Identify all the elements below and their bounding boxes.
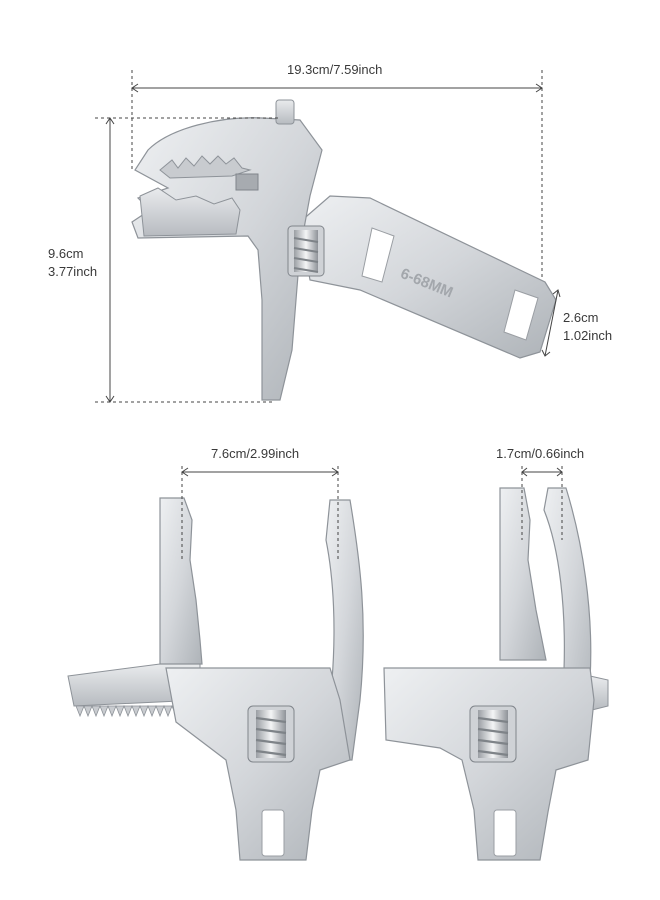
length-label: 19.3cm/7.59inch [287,62,383,77]
handle-cm-label: 2.6cm [563,310,599,325]
height-cm-label: 9.6cm [48,246,84,261]
dimension-lines-closed [521,466,563,540]
closed-jaw-label: 1.7cm/0.66inch [496,446,585,461]
handle-inch-label: 1.02inch [563,328,613,343]
open-jaw-label: 7.6cm/2.99inch [211,446,300,461]
open-wrench [67,497,364,861]
top-wrench [131,99,557,401]
dimension-lines-top [95,70,561,403]
dimension-lines-open [181,466,339,560]
height-inch-label: 3.77inch [48,264,98,279]
closed-wrench [383,487,609,861]
